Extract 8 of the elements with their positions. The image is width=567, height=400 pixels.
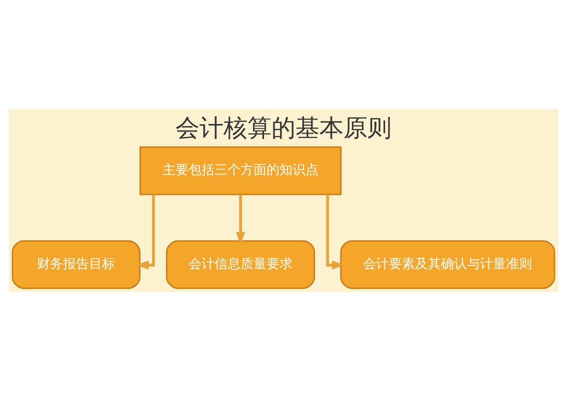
arrow [236,194,246,244]
node-box: 会计信息质量要求 [166,240,316,288]
arrow [326,194,345,270]
node-box: 主要包括三个方面的知识点 [140,146,342,195]
diagram-title: 会计核算的基本原则 [176,113,392,142]
arrow [136,194,155,270]
node-box: 财务报告目标 [12,240,140,288]
node-box: 会计要素及其确认与计量准则 [340,240,556,288]
